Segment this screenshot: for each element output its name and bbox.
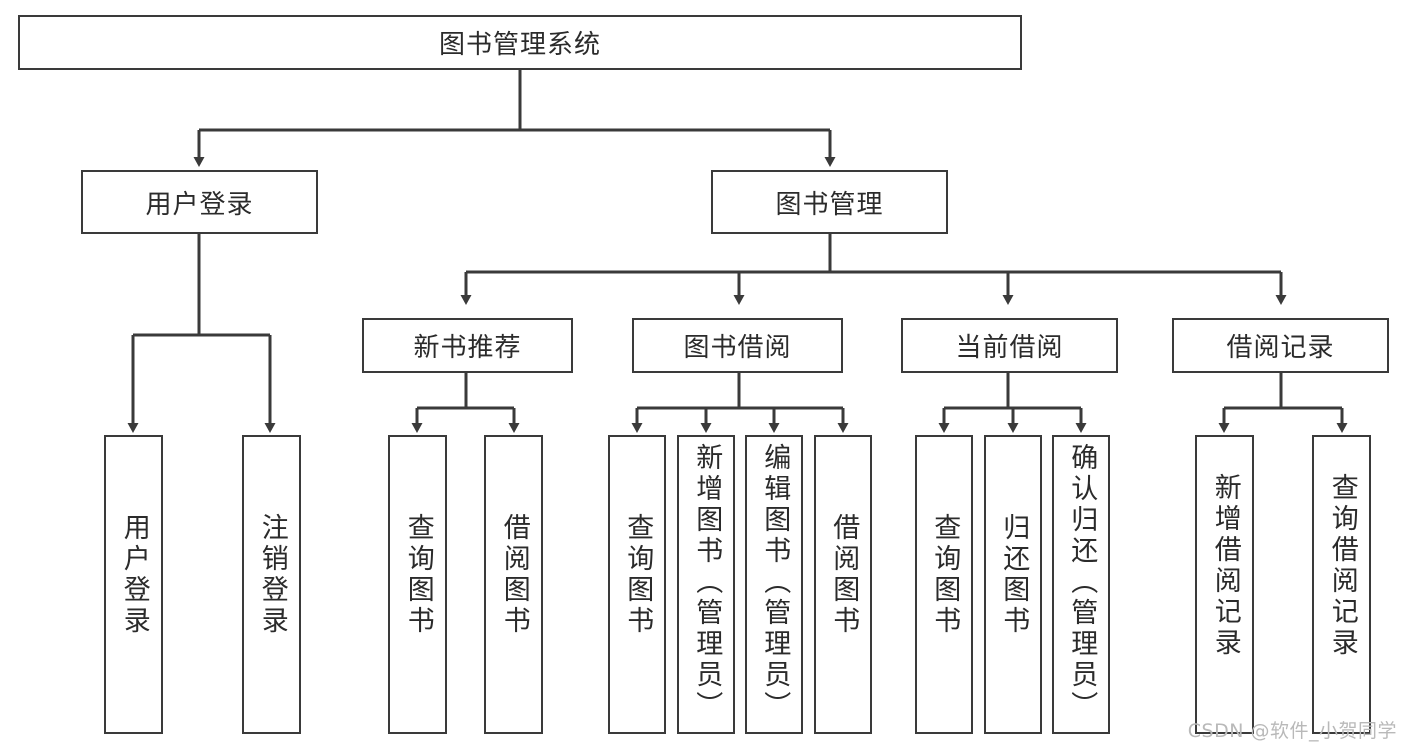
leaf-label: 借阅图书 [498,513,530,637]
leaf-label: 新增借阅记录 [1209,473,1241,659]
csdn-watermark: CSDN @软件_小贺同学 [1187,720,1397,742]
node-book-borrow-label: 图书借阅 [683,333,792,363]
node-new-book-recommend[interactable]: 新书推荐 [362,318,573,373]
leaf-label: 查询图书 [402,513,434,637]
leaf-label: 注销登录 [256,513,288,637]
leaf-new-book-borrow[interactable]: 借阅图书 [484,435,543,734]
leaf-label: 新增图书（管理员） [691,443,723,722]
leaf-label: 编辑图书（管理员） [759,443,791,722]
node-user-login[interactable]: 用户登录 [81,170,318,234]
leaf-label: 借阅图书 [828,513,860,637]
node-new-book-recommend-label: 新书推荐 [413,333,522,363]
node-root[interactable]: 图书管理系统 [18,15,1022,70]
node-book-management-label: 图书管理 [775,189,884,220]
leaf-label: 查询图书 [622,513,654,637]
node-book-borrow[interactable]: 图书借阅 [632,318,843,373]
leaf-current-borrow-return[interactable]: 归还图书 [984,435,1042,734]
leaf-borrow-record-query[interactable]: 查询借阅记录 [1312,435,1371,734]
leaf-label: 用户登录 [118,513,150,637]
node-user-login-label: 用户登录 [145,189,254,220]
node-borrow-record[interactable]: 借阅记录 [1172,318,1389,373]
leaf-label: 确认归还（管理员） [1066,443,1098,722]
leaf-label: 归还图书 [998,513,1030,637]
node-root-label: 图书管理系统 [438,30,601,60]
leaf-book-borrow-query[interactable]: 查询图书 [608,435,666,734]
node-current-borrow-label: 当前借阅 [955,333,1064,363]
leaf-user-login-login[interactable]: 用户登录 [104,435,163,734]
leaf-book-borrow-edit[interactable]: 编辑图书（管理员） [745,435,803,734]
node-current-borrow[interactable]: 当前借阅 [901,318,1118,373]
leaf-borrow-record-add[interactable]: 新增借阅记录 [1195,435,1254,734]
leaf-current-borrow-query[interactable]: 查询图书 [915,435,973,734]
leaf-label: 查询图书 [929,513,961,637]
leaf-user-login-logout[interactable]: 注销登录 [242,435,301,734]
node-borrow-record-label: 借阅记录 [1226,333,1335,363]
leaf-book-borrow-add[interactable]: 新增图书（管理员） [677,435,735,734]
node-book-management[interactable]: 图书管理 [711,170,948,234]
leaf-current-borrow-confirm[interactable]: 确认归还（管理员） [1052,435,1110,734]
leaf-new-book-query[interactable]: 查询图书 [388,435,447,734]
leaf-label: 查询借阅记录 [1326,473,1358,659]
leaf-book-borrow-borrow[interactable]: 借阅图书 [814,435,872,734]
